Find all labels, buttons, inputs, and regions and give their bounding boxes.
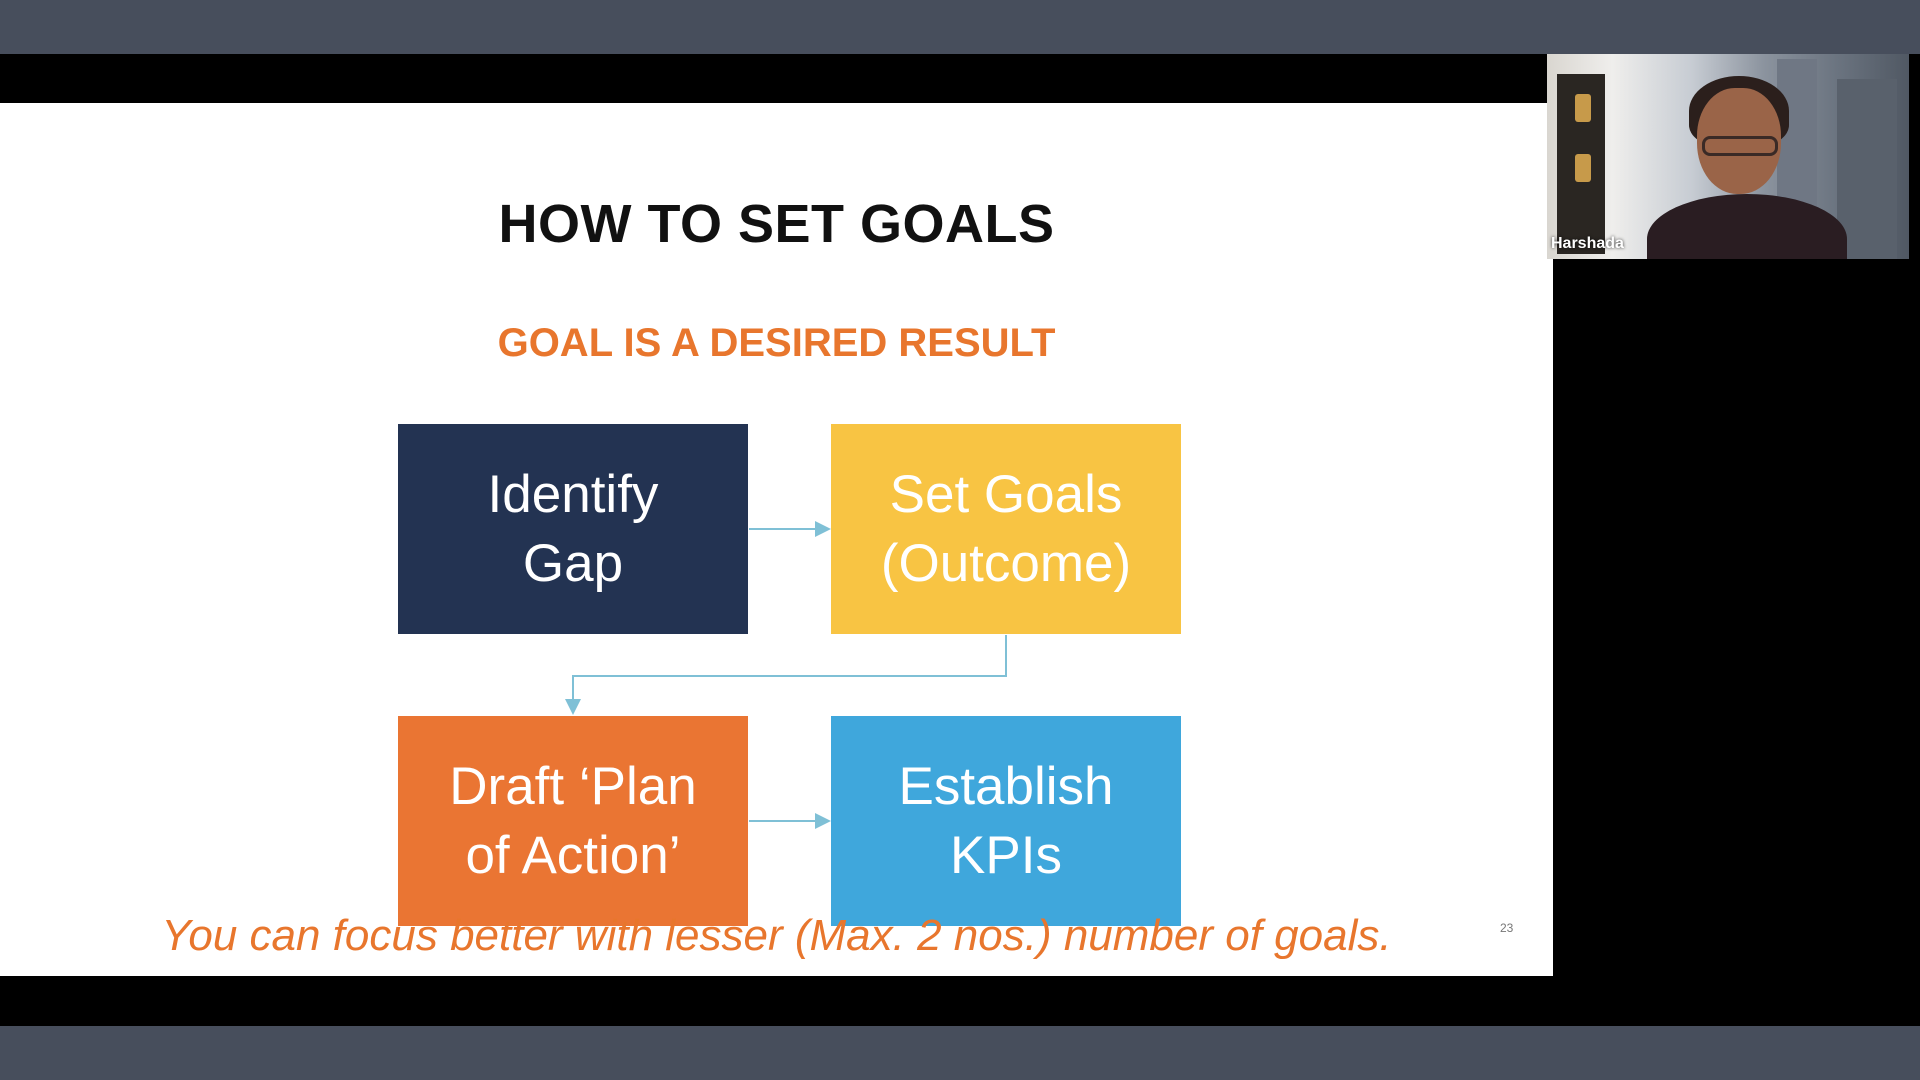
step-set-goals: Set Goals (Outcome) bbox=[831, 424, 1181, 634]
shelf-decor bbox=[1575, 94, 1591, 122]
step-identify-gap: Identify Gap bbox=[398, 424, 748, 634]
background-shelf bbox=[1557, 74, 1605, 254]
slide-title: HOW TO SET GOALS bbox=[498, 194, 1055, 254]
step-establish-kpis: Establish KPIs bbox=[831, 716, 1181, 926]
participant-face bbox=[1697, 88, 1781, 194]
step-draft-plan: Draft ‘Plan of Action’ bbox=[398, 716, 748, 926]
background-building bbox=[1837, 79, 1897, 259]
slide-page-number: 23 bbox=[1500, 921, 1514, 935]
arrow-goals-to-plan bbox=[565, 635, 1007, 715]
shelf-decor bbox=[1575, 154, 1591, 182]
participant-name-label: Harshada bbox=[1551, 235, 1624, 252]
slide-subtitle: GOAL IS A DESIRED RESULT bbox=[497, 321, 1056, 365]
participant-video-tile[interactable]: Harshada bbox=[1547, 54, 1909, 259]
presentation-slide: HOW TO SET GOALS GOAL IS A DESIRED RESUL… bbox=[0, 103, 1553, 976]
participant-glasses bbox=[1702, 136, 1778, 156]
participant-body bbox=[1647, 194, 1847, 259]
slide-footnote: You can focus better with lesser (Max. 2… bbox=[161, 911, 1392, 960]
